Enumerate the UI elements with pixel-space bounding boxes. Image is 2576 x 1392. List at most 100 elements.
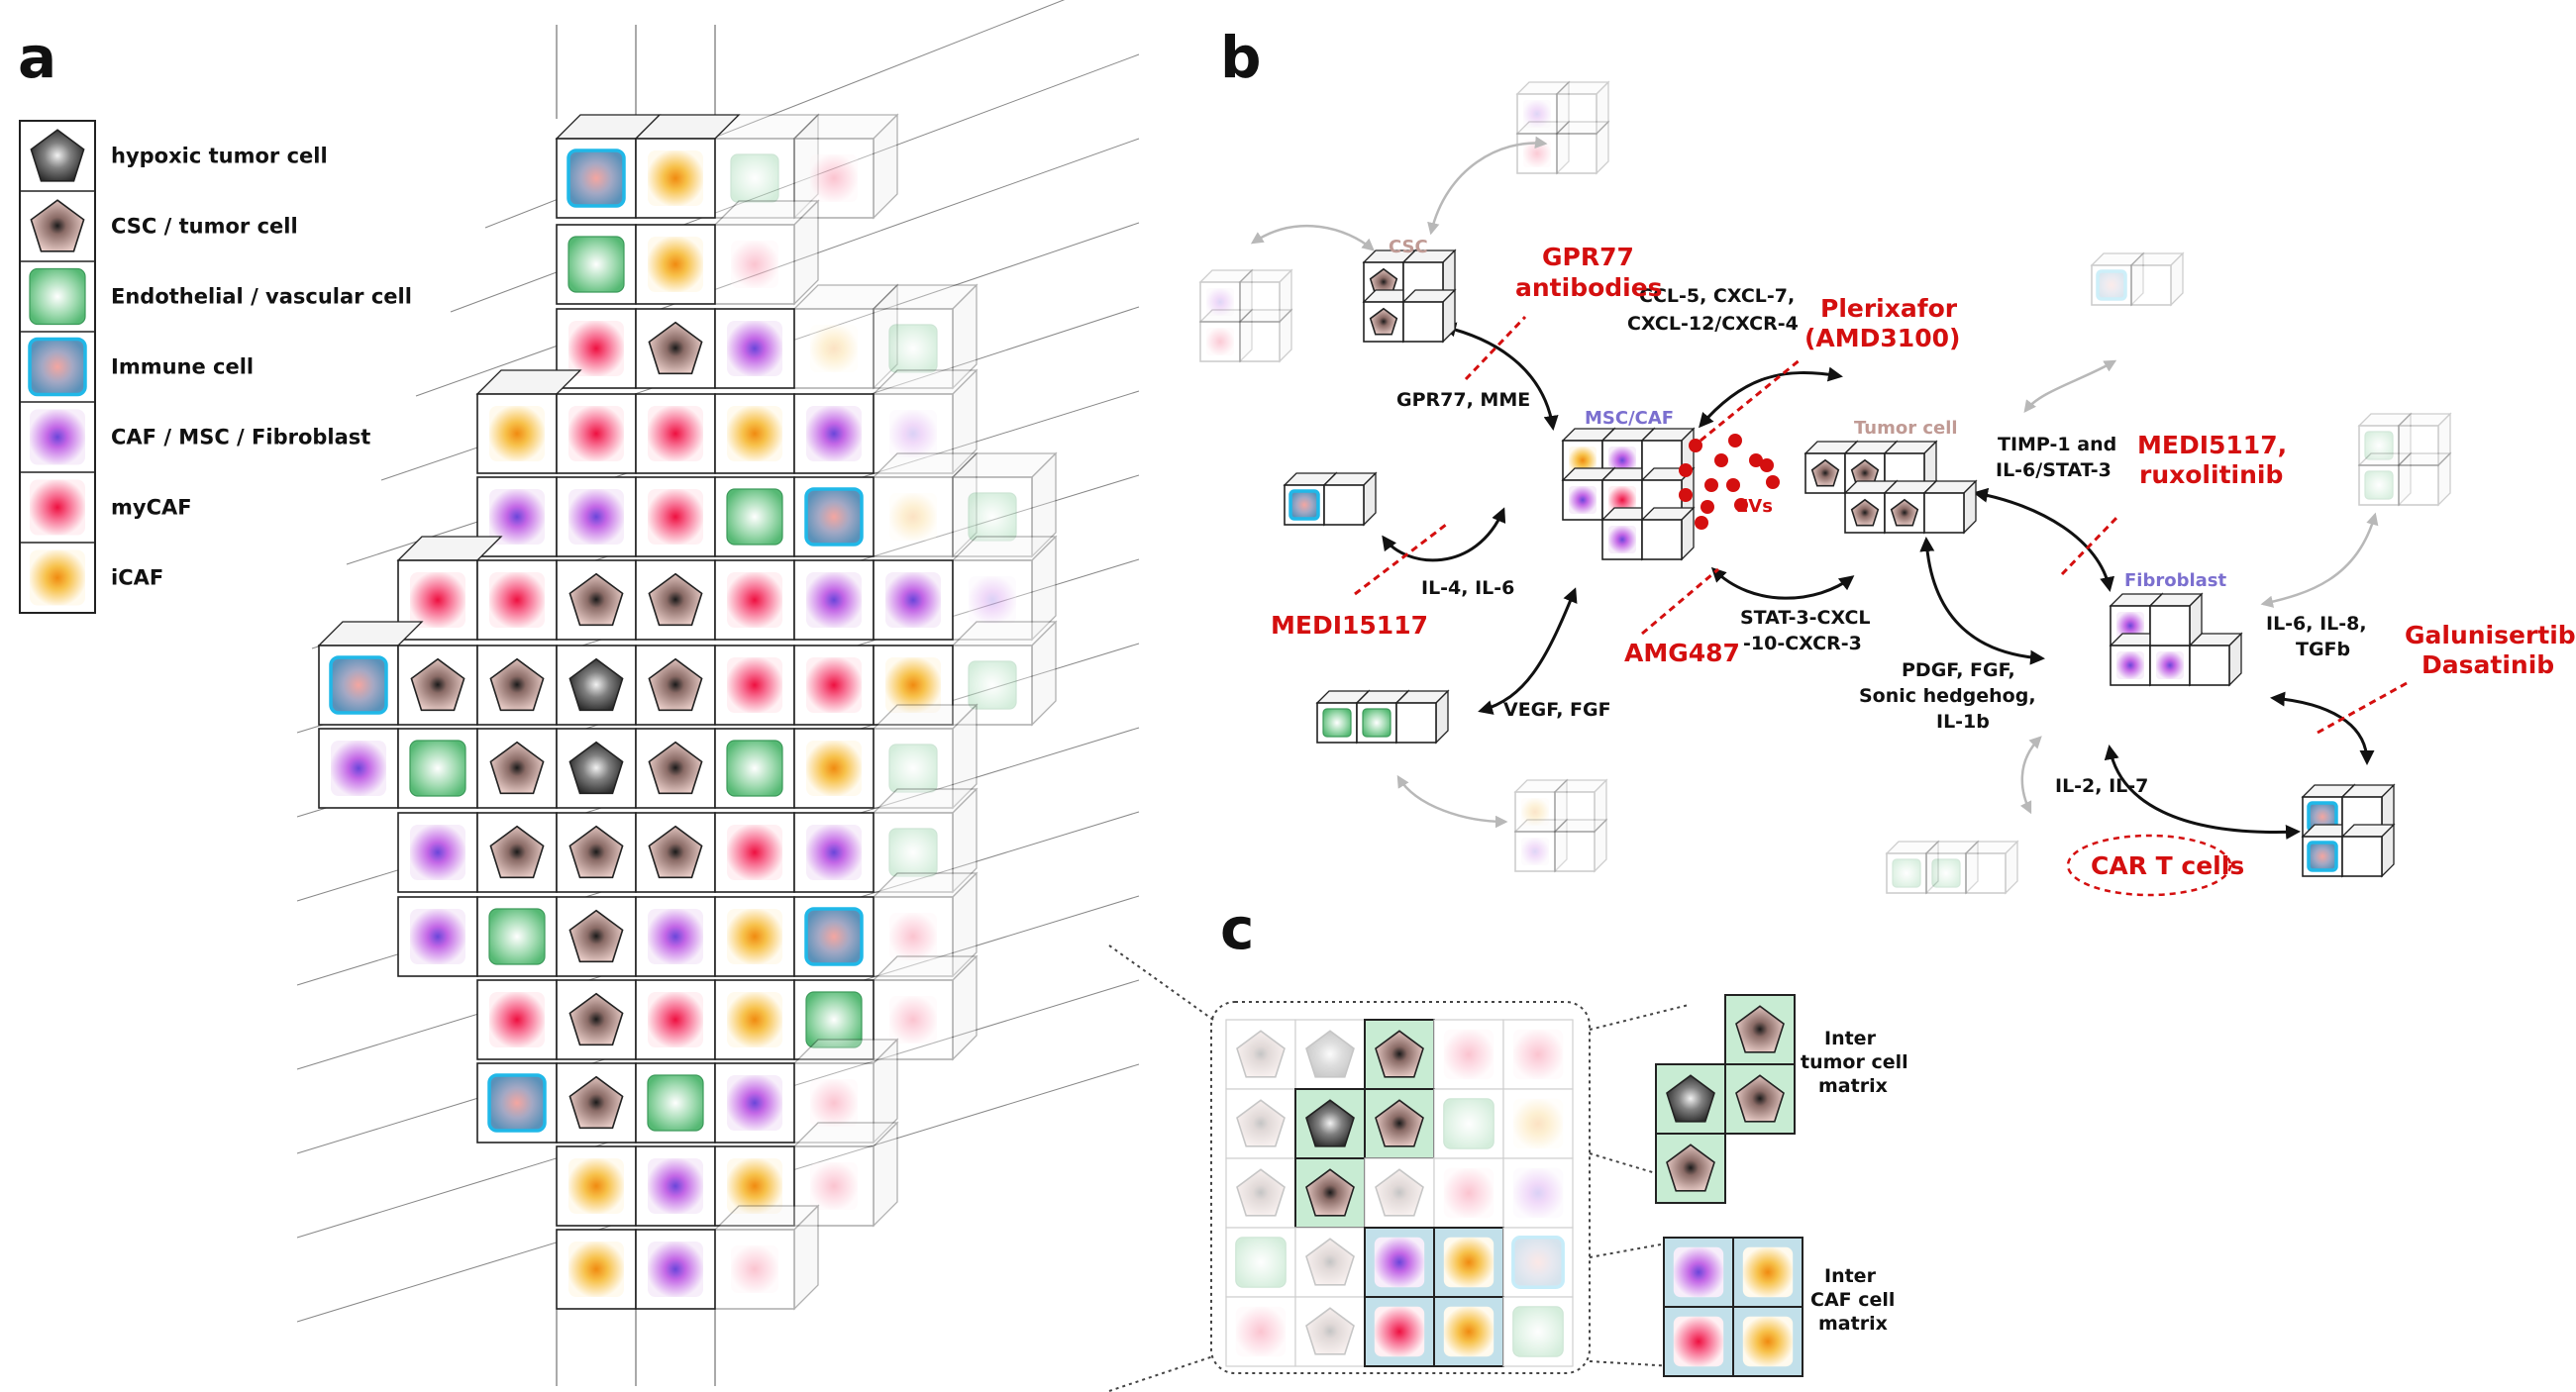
- cell-cube-null: [1394, 689, 1450, 745]
- cube-top-face: [872, 788, 979, 814]
- matrix-callouts: [1655, 994, 1803, 1377]
- cell-cube-icaf: [714, 896, 795, 977]
- faded-cell: [889, 996, 937, 1044]
- label-fibroblast: Fibroblast: [2124, 570, 2227, 591]
- caf-cell: [1521, 838, 1549, 865]
- legend-label-csc: CSC / tumor cell: [111, 215, 298, 239]
- legend-label-hypoxic: hypoxic tumor cell: [111, 145, 328, 168]
- cube-top-face: [713, 200, 820, 226]
- csc-cell: [568, 909, 624, 963]
- endothelial-cell: [1512, 1306, 1564, 1357]
- cube-top-face: [2129, 252, 2185, 266]
- cell-cube-mycaf: [635, 393, 716, 474]
- cell-cube-endothelial: [476, 896, 558, 977]
- ev-dot: [1714, 453, 1728, 467]
- endothelial-cell: [888, 828, 938, 877]
- cell-cube-mycaf: [793, 645, 875, 726]
- icaf-cell: [806, 741, 862, 796]
- immune-cell: [2307, 841, 2338, 872]
- caf-cell: [1569, 486, 1597, 514]
- cube-top-face: [713, 114, 820, 140]
- interaction-arrow: [1710, 566, 1855, 600]
- cube-front-face: [1641, 519, 1683, 560]
- cell-cube-null: [872, 954, 979, 1061]
- cube-side-face: [952, 871, 978, 978]
- cell-cube-icaf: [1513, 778, 1569, 834]
- drug-inhibition-lines: [1354, 315, 2408, 735]
- cube-side-face: [793, 1204, 819, 1311]
- endothelial-cell: [488, 908, 546, 965]
- csc-cell: [648, 572, 703, 627]
- label-tumor-cell: Tumor cell: [1854, 418, 1958, 439]
- cube-top-face: [872, 872, 979, 898]
- csc-cell: [1236, 1099, 1286, 1147]
- cube-side-face: [1031, 535, 1057, 642]
- matrix-glyph: [1235, 1306, 1287, 1357]
- csc-cell: [648, 741, 703, 795]
- caf-cell: [727, 321, 782, 376]
- csc-cell: [1375, 1030, 1424, 1078]
- matrix-glyph: [1236, 1168, 1286, 1217]
- inhibition-line: [1641, 567, 1719, 636]
- cell-cube-endothelial: [2357, 412, 2413, 467]
- cube-side-face: [793, 199, 819, 306]
- caf-cell: [1523, 100, 1551, 128]
- cube-side-face: [2398, 412, 2412, 467]
- matrix-grid: [1225, 1019, 1574, 1367]
- cell-cube-csc: [476, 645, 558, 726]
- legend-swatch-hypoxic: [30, 129, 85, 182]
- ev-dot: [1728, 434, 1742, 447]
- matrix-glyph: [1512, 1306, 1564, 1357]
- endothelial-cell: [1443, 1098, 1494, 1149]
- caf-cell: [889, 410, 937, 457]
- faded-arrow: [2260, 512, 2379, 608]
- cell-cube-immune: [476, 1062, 558, 1143]
- cell-cube-null: [1964, 840, 2019, 895]
- cube-front-face: [793, 1062, 875, 1143]
- cell-cube-mycaf: [476, 559, 558, 641]
- csc-cell: [489, 657, 545, 712]
- cell-cube-csc: [635, 559, 716, 641]
- csc-cell: [568, 1075, 624, 1130]
- matrix-glyph: [1443, 1306, 1494, 1357]
- drug-gpr77-line1: GPR77: [1542, 243, 1634, 271]
- cube-top-face: [2397, 413, 2452, 427]
- cell-cube-null: [2397, 451, 2452, 507]
- csc-cell: [489, 825, 545, 879]
- cell-cube-csc: [635, 812, 716, 893]
- cube-front-face: [1556, 93, 1597, 135]
- cell-cube-icaf: [873, 645, 954, 726]
- signal-gpr77-mme: GPR77, MME: [1396, 389, 1530, 411]
- immune-cell: [487, 1073, 547, 1133]
- caf-matrix-line1: Inter: [1824, 1265, 1877, 1287]
- csc-cell: [1810, 458, 1840, 487]
- endothelial-cell: [1362, 708, 1391, 738]
- inhibition-line: [1700, 357, 1802, 443]
- cell-cube-caf: [793, 393, 875, 474]
- cell-clusters: [1283, 249, 2396, 878]
- mycaf-cell: [410, 572, 465, 628]
- cell-cube-null: [2129, 251, 2185, 307]
- interaction-arrow: [1919, 537, 2045, 665]
- mycaf-cell: [727, 825, 782, 880]
- interaction-arrow: [1441, 322, 1559, 431]
- mycaf-cell: [731, 241, 778, 288]
- cube-front-face: [873, 728, 954, 809]
- caf-cell: [1608, 526, 1636, 553]
- hypoxic-cell: [1666, 1074, 1715, 1123]
- faded-arrow: [1250, 224, 1375, 251]
- cell-cube-null: [713, 199, 820, 306]
- cell-cube-null: [872, 368, 979, 475]
- cell-cube-null: [2397, 412, 2452, 467]
- drug-gpr77-line2: antibodies: [1515, 273, 1663, 302]
- drug-galunisertib-line1: Galunisertib,: [2405, 621, 2576, 649]
- csc-cell: [1236, 1168, 1286, 1217]
- faded-cell: [730, 153, 779, 203]
- cell-cube-caf: [1515, 80, 1571, 136]
- matrix-glyph: [1305, 1238, 1355, 1286]
- faded-cell: [889, 913, 937, 960]
- csc-cell: [568, 572, 624, 627]
- cube-top-face: [872, 955, 979, 981]
- icaf-cell: [727, 992, 782, 1047]
- icaf-cell: [810, 325, 858, 372]
